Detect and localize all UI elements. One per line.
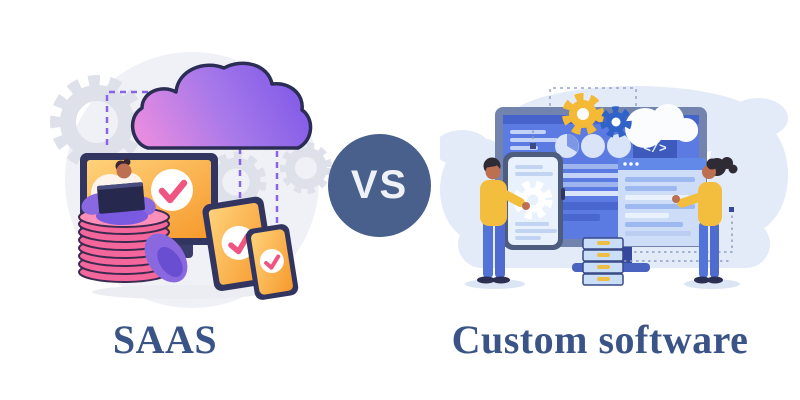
person-icon xyxy=(672,157,740,289)
gear-icon xyxy=(280,142,332,194)
person-icon xyxy=(81,158,188,283)
cloud-icon xyxy=(625,104,698,148)
connector-node xyxy=(729,207,734,212)
custom-software-illustration: </> xyxy=(440,86,788,289)
connector-node xyxy=(626,249,631,254)
smartphone-icon xyxy=(503,143,565,250)
smartphone-icon xyxy=(245,224,299,300)
person-icon xyxy=(465,157,530,289)
dashed-connector xyxy=(105,90,170,148)
custom-software-label: Custom software xyxy=(451,317,749,362)
checkmark-icon xyxy=(151,169,193,211)
browser-window-icon xyxy=(618,158,706,246)
checkmark-icon xyxy=(259,249,284,274)
laptop-icon xyxy=(97,182,145,214)
gear-icon xyxy=(562,93,604,135)
dotted-connector xyxy=(628,210,733,253)
saas-label: SAAS xyxy=(112,317,218,362)
server-icon xyxy=(582,237,624,286)
gear-icon xyxy=(600,106,632,138)
dotted-connector xyxy=(549,87,637,106)
cloud-icon xyxy=(130,61,313,150)
saas-illustration xyxy=(50,52,332,308)
vs-badge: VS xyxy=(328,134,431,237)
vs-label: VS xyxy=(350,163,409,207)
